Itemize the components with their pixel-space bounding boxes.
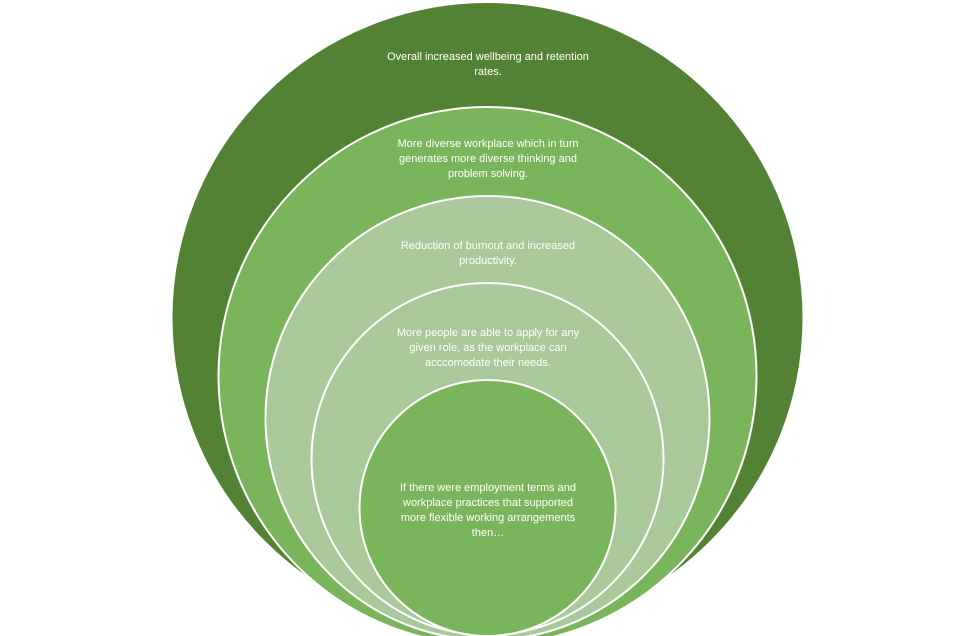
level-1-label: Overall increased wellbeing and retentio… — [387, 51, 589, 78]
level-4-label: More people are able to apply for any gi… — [396, 327, 580, 369]
level-2-label: More diverse workplace which in turn gen… — [397, 138, 579, 180]
level-3-label: Reduction of burnout and increased produ… — [400, 240, 576, 267]
circle-level-5 — [358, 379, 617, 636]
level-5-label: If there were employment terms and workp… — [399, 482, 577, 539]
